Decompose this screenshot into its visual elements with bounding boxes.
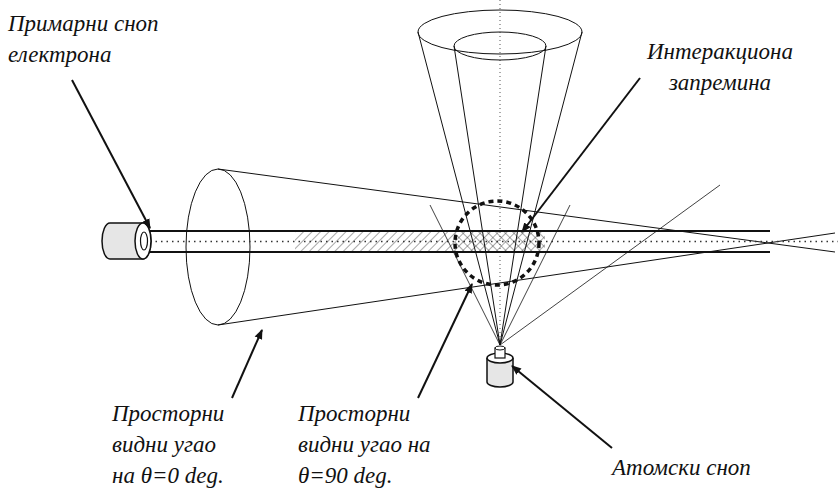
beam-label: Примарни сноп електрона	[8, 8, 188, 70]
atom-beam-label: Атомски сноп	[612, 452, 812, 483]
angle-label: Просторни видни угао на θ=0 deg.	[112, 398, 240, 491]
volume-label: Интеракциона запремина	[620, 36, 820, 98]
angle-label: Просторни видни угао на θ=90 deg.	[298, 398, 432, 491]
